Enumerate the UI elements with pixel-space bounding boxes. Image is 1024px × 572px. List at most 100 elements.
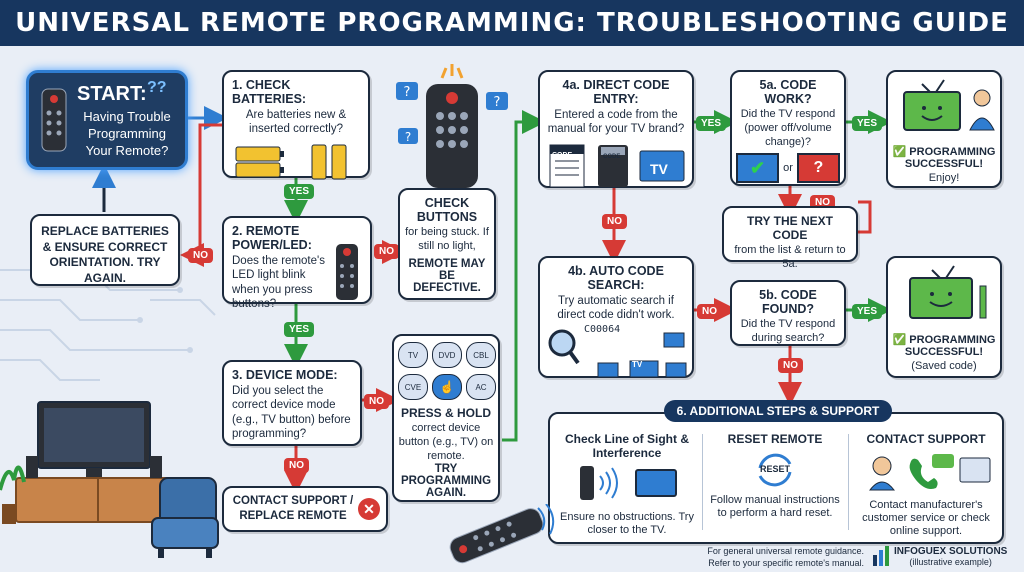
success-title-1-text: PROGRAMMING SUCCESSFUL!	[904, 146, 996, 170]
tv-label: TV	[632, 360, 643, 369]
remote-with-question-marks-icon: ? ? ?	[396, 64, 508, 188]
or-text: or	[783, 162, 793, 175]
step5b-box: 5b. CODE FOUND? Did the TV respond durin…	[730, 280, 846, 346]
line-of-sight-icon	[580, 466, 677, 500]
contact-support-text: Contact manufacturer's customer service …	[862, 499, 990, 538]
contact-support-replace-text: CONTACT SUPPORT / REPLACE REMOTE	[232, 495, 354, 522]
step4a-text: Entered a code from the manual for your …	[547, 109, 685, 136]
check-icon: ✅	[892, 334, 907, 346]
yes-label: YES	[696, 116, 727, 131]
happy-tv-icon	[903, 79, 995, 131]
check-buttons-box: CHECK BUTTONS for being stuck. If still …	[398, 188, 496, 300]
yes-label: YES	[852, 304, 883, 319]
start-subtitle: Having Trouble Programming Your Remote?	[83, 109, 171, 158]
contact-support-replace-box: CONTACT SUPPORT / REPLACE REMOTE ✕	[222, 486, 388, 532]
auto-search-icon	[548, 329, 687, 378]
yes-label: YES	[284, 322, 315, 337]
cve-key: CVE	[398, 374, 428, 400]
footer-line-2: Refer to your specific remote's manual.	[708, 557, 864, 568]
success-title-1: ✅ PROGRAMMING SUCCESSFUL!	[892, 145, 996, 170]
contact-support-title: CONTACT SUPPORT	[866, 432, 986, 446]
step4a-title: 4a. DIRECT CODE ENTRY:	[562, 78, 670, 106]
start-title: START:	[77, 83, 147, 105]
happy-tv-icon	[909, 265, 987, 319]
remote-on-floor-icon	[449, 504, 555, 564]
line-of-sight-column: Check Line of Sight & Interference Ensur…	[560, 432, 694, 537]
success-box-2: ✅ PROGRAMMING SUCCESSFUL! (Saved code)	[886, 256, 1002, 378]
question-tv-icon: ?	[796, 153, 840, 184]
footer-line-1: For general universal remote guidance.	[707, 546, 864, 556]
code-manual-icon	[549, 144, 685, 188]
success-title-2-text: PROGRAMMING SUCCESSFUL!	[904, 334, 996, 358]
tv-key: TV	[398, 342, 428, 368]
ac-key: AC	[466, 374, 496, 400]
check-buttons-bold: REMOTE MAY BE DEFECTIVE.	[408, 257, 486, 294]
yes-label: YES	[284, 184, 315, 199]
press-hold-box: TV DVD CBL CVE ☝ AC PRESS & HOLD correct…	[392, 334, 500, 502]
step3-title: 3. DEVICE MODE:	[232, 368, 338, 382]
step5b-text: Did the TV respond during search?	[740, 318, 836, 344]
try-programming-again: TRY PROGRAMMING AGAIN.	[400, 463, 492, 500]
step3-text: Did you select the correct device mode (…	[232, 385, 351, 441]
reset-remote-title: RESET REMOTE	[727, 432, 823, 446]
line-of-sight-text: Ensure no obstructions. Try closer to th…	[560, 511, 694, 537]
step5a-title: 5a. CODE WORK?	[759, 78, 817, 106]
reset-remote-text: Follow manual instructions to perform a …	[710, 494, 840, 520]
code-readout: C00064	[584, 324, 621, 335]
additional-support-section: Check Line of Sight & Interference Ensur…	[548, 412, 1004, 544]
question-icon: ??	[147, 79, 167, 96]
contact-support-column: CONTACT SUPPORT Contact manufacturer's c…	[856, 432, 996, 539]
next-code-box: TRY THE NEXT CODE from the list & return…	[722, 206, 858, 270]
step5a-box: 5a. CODE WORK? Did the TV respond (power…	[730, 70, 846, 186]
step2-title: 2. REMOTE POWER/LED:	[232, 224, 312, 252]
page-title: UNIVERSAL REMOTE PROGRAMMING: TROUBLESHO…	[15, 8, 1009, 38]
step1-text: Are batteries new & inserted correctly?	[245, 109, 347, 136]
step1-box: 1. CHECK BATTERIES: Are batteries new & …	[222, 70, 370, 180]
press-hold-bold: PRESS & HOLD	[400, 406, 491, 420]
brand-logo: INFOGUEX SOLUTIONS (illustrative example…	[872, 545, 1007, 567]
no-label: NO	[602, 214, 627, 229]
check-tv-icon: ✔	[736, 153, 780, 184]
yes-label: YES	[852, 116, 883, 131]
step4b-text: Try automatic search if direct code didn…	[557, 295, 675, 322]
press-hold-text: correct device button (e.g., TV) on remo…	[398, 422, 494, 462]
section6-header: 6. ADDITIONAL STEPS & SUPPORT	[664, 400, 892, 422]
no-label: NO	[284, 458, 309, 473]
dvd-key: DVD	[432, 342, 462, 368]
code-label-2: CODE	[603, 154, 621, 160]
step4b-box: 4b. AUTO CODE SEARCH: Try automatic sear…	[538, 256, 694, 378]
success-title-2: ✅ PROGRAMMING SUCCESSFUL!	[892, 333, 996, 358]
cbl-key: CBL	[466, 342, 496, 368]
step2-box: 2. REMOTE POWER/LED: Does the remote's L…	[222, 216, 372, 310]
remote-icon	[41, 88, 67, 152]
step4a-box: 4a. DIRECT CODE ENTRY: Entered a code fr…	[538, 70, 694, 188]
next-code-title: TRY THE NEXT CODE	[746, 214, 833, 242]
check-buttons-text: for being stuck. If still no light,	[405, 226, 489, 252]
brand-sub: (illustrative example)	[909, 556, 992, 567]
start-box: START: ?? Having Trouble Programming You…	[26, 70, 188, 170]
svg-text:?: ?	[494, 95, 501, 110]
living-room-illustration	[0, 401, 181, 524]
svg-text:?: ?	[404, 85, 411, 100]
no-label: NO	[188, 248, 213, 263]
pressed-key-icon: ☝	[432, 374, 462, 400]
code-label: CODE	[552, 152, 573, 159]
brand-icon	[873, 546, 889, 566]
battery-icon	[235, 144, 347, 180]
check-icon: ✅	[892, 146, 907, 158]
step3-box: 3. DEVICE MODE: Did you select the corre…	[222, 360, 362, 446]
no-label: NO	[374, 244, 399, 259]
step1-title: 1. CHECK BATTERIES:	[232, 78, 307, 106]
next-code-text: from the list & return to 5a.	[734, 244, 846, 270]
reset-remote-column: RESET REMOTE RESET Follow manual instruc…	[710, 432, 840, 520]
no-label: NO	[778, 358, 803, 373]
brand-name: INFOGUEX SOLUTIONS	[894, 545, 1008, 557]
check-buttons-title: CHECK BUTTONS	[416, 196, 478, 224]
sofa-illustration	[151, 477, 219, 558]
reset-label: RESET	[760, 464, 791, 474]
step2-text: Does the remote's LED light blink when y…	[232, 255, 325, 311]
step5b-title: 5b. CODE FOUND?	[759, 288, 817, 316]
svg-text:?: ?	[405, 130, 411, 144]
header-banner: UNIVERSAL REMOTE PROGRAMMING: TROUBLESHO…	[0, 0, 1024, 46]
success-sub-2: (Saved code)	[911, 360, 977, 372]
